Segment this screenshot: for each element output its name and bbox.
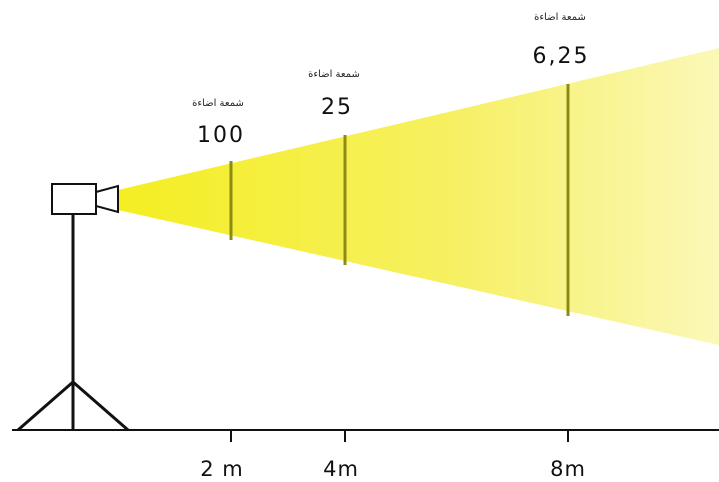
- lamp-lens: [95, 184, 119, 214]
- illumination-value: 6,25: [533, 44, 590, 69]
- illumination-value: 25: [321, 95, 353, 120]
- lamp-stand-leg-right: [72, 380, 129, 432]
- distance-label: 8m: [550, 457, 586, 481]
- distance-label: 2 m: [200, 457, 244, 481]
- distance-label: 4m: [323, 457, 359, 481]
- light-beam: [118, 48, 719, 345]
- illumination-value: 100: [197, 123, 245, 148]
- illumination-unit-label: شمعة اضاءة: [534, 12, 586, 23]
- lamp-body: [51, 183, 97, 215]
- illumination-unit-label: شمعة اضاءة: [192, 98, 244, 109]
- illumination-unit-label: شمعة اضاءة: [308, 69, 360, 80]
- lamp-stand-leg-left: [17, 380, 74, 432]
